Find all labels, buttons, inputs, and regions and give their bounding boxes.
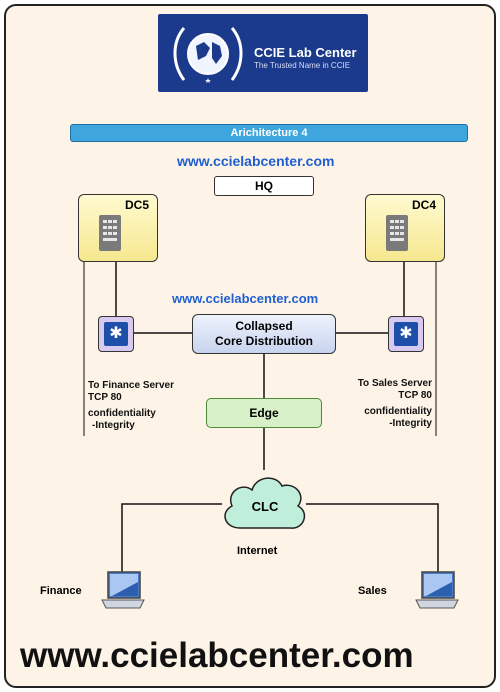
core-line1: Collapsed bbox=[235, 319, 293, 333]
switch-right: ✱ bbox=[388, 316, 424, 352]
collapsed-core-box: Collapsed Core Distribution bbox=[192, 314, 336, 354]
switch-icon: ✱ bbox=[104, 322, 128, 346]
dc5-label: DC5 bbox=[124, 198, 149, 212]
architecture-banner: Arichitecture 4 bbox=[70, 124, 468, 142]
url-top: www.ccielabcenter.com bbox=[177, 153, 335, 169]
cloud-icon bbox=[224, 477, 306, 529]
globe-wreath-icon bbox=[173, 27, 243, 83]
laptop-icon bbox=[101, 571, 145, 609]
sales-note: To Sales Server TCP 80 confidentiality -… bbox=[346, 378, 432, 430]
sales-note-line3: confidentiality bbox=[364, 406, 432, 417]
sales-note-line2: TCP 80 bbox=[398, 390, 432, 401]
server-icon bbox=[386, 215, 408, 251]
sales-note-line4: -Integrity bbox=[389, 418, 432, 429]
finance-note-line3: confidentiality bbox=[88, 408, 156, 419]
finance-note-line1: To Finance Server bbox=[88, 380, 174, 391]
url-middle: www.ccielabcenter.com bbox=[172, 291, 319, 306]
edge-box: Edge bbox=[206, 398, 322, 428]
cloud-label: CLC bbox=[251, 499, 279, 514]
hq-box: HQ bbox=[214, 176, 314, 196]
switch-left: ✱ bbox=[98, 316, 134, 352]
server-icon bbox=[99, 215, 121, 251]
laptop-icon bbox=[415, 571, 459, 609]
dc4-label: DC4 bbox=[411, 198, 436, 212]
switch-icon: ✱ bbox=[394, 322, 418, 346]
logo-subtitle: The Trusted Name in CCIE bbox=[254, 61, 351, 70]
datacenter-dc4: DC4 bbox=[365, 194, 445, 262]
logo-title: CCIE Lab Center bbox=[254, 45, 357, 60]
finance-note: To Finance Server TCP 80 confidentiality… bbox=[88, 380, 174, 432]
brand-logo: CCIE Lab Center The Trusted Name in CCIE bbox=[158, 14, 368, 92]
datacenter-dc5: DC5 bbox=[78, 194, 158, 262]
sales-note-line1: To Sales Server bbox=[357, 378, 432, 389]
core-line2: Core Distribution bbox=[215, 334, 313, 348]
internet-label: Internet bbox=[237, 545, 278, 557]
finance-note-line2: TCP 80 bbox=[88, 392, 122, 403]
footer-url: www.ccielabcenter.com bbox=[20, 636, 414, 675]
finance-label: Finance bbox=[40, 585, 82, 597]
finance-note-line4: -Integrity bbox=[92, 420, 135, 431]
sales-label: Sales bbox=[358, 585, 387, 597]
